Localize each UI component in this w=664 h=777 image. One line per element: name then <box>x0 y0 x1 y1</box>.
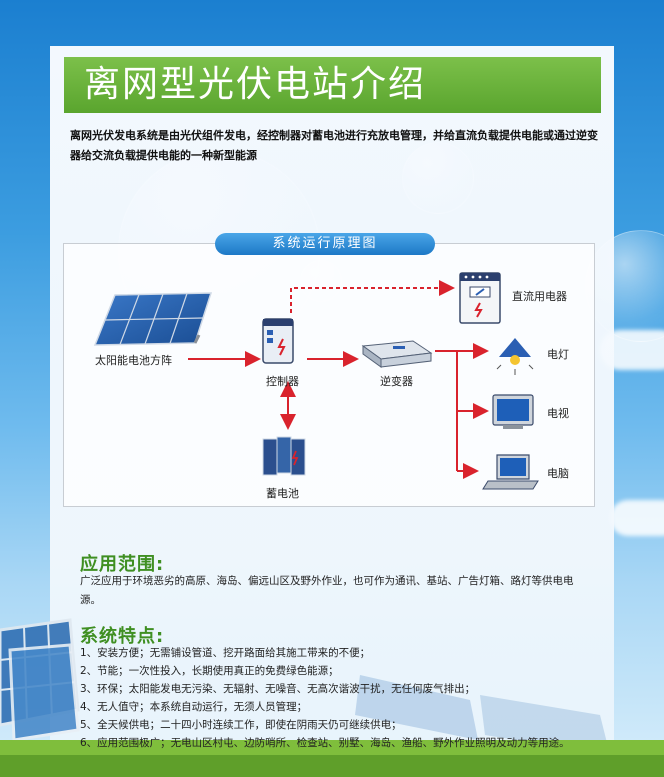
feature-item: 4、无人值守；本系统自动运行，无须人员管理； <box>80 701 308 713</box>
dc-appliance-icon <box>459 272 501 324</box>
solar-array-icon <box>93 292 213 346</box>
feature-item: 5、全天候供电；二十四小时连续工作，即使在阴雨天仍可继续供电； <box>80 719 402 731</box>
label-lamp: 电灯 <box>547 348 569 361</box>
title-banner <box>64 57 601 113</box>
label-tv: 电视 <box>547 407 569 420</box>
intro-text: 离网光伏发电系统是由光伏组件发电，经控制器对蓄电池进行充放电管理，并给直流负载提… <box>70 129 598 162</box>
cloud-decoration <box>610 500 664 536</box>
features-list: 1、安装方便；无需铺设管道、挖开路面给其施工带来的不便； 2、节能；一次性投入，… <box>80 644 610 752</box>
solar-panels-decoration <box>0 618 664 777</box>
laptop-icon <box>482 454 539 490</box>
lamp-icon <box>496 338 534 375</box>
label-inverter: 逆变器 <box>380 375 413 388</box>
label-dc-appliance: 直流用电器 <box>512 290 567 303</box>
feature-item: 3、环保；太阳能发电无污染、无辐射、无噪音、无高次谐波干扰，无任何废气排出； <box>80 683 476 695</box>
feature-item: 2、节能；一次性投入，长期使用真正的免费绿色能源； <box>80 665 339 677</box>
diagram-title: 系统运行原理图 <box>215 233 435 255</box>
application-heading: 应用范围: <box>80 554 165 575</box>
feature-item: 6、应用范围极广；无电山区村屯、边防哨所、检查站、别墅、海岛、渔船、野外作业照明… <box>80 737 570 749</box>
label-computer: 电脑 <box>547 467 569 480</box>
label-solar-array: 太阳能电池方阵 <box>95 354 172 367</box>
diagram-graphics <box>93 272 539 490</box>
label-controller: 控制器 <box>266 375 299 388</box>
feature-item: 1、安装方便；无需铺设管道、挖开路面给其施工带来的不便； <box>80 647 371 659</box>
page-title: 离网型光伏电站介绍 <box>84 64 427 105</box>
tv-icon <box>492 394 534 429</box>
label-battery: 蓄电池 <box>266 487 299 500</box>
inverter-icon <box>361 340 433 368</box>
flow-arrows <box>188 280 489 479</box>
battery-icon <box>262 436 306 476</box>
controller-icon <box>262 318 294 364</box>
features-heading: 系统特点: <box>80 626 165 647</box>
application-text: 广泛应用于环境恶劣的高原、海岛、偏远山区及野外作业，也可作为通讯、基站、广告灯箱… <box>80 575 574 606</box>
